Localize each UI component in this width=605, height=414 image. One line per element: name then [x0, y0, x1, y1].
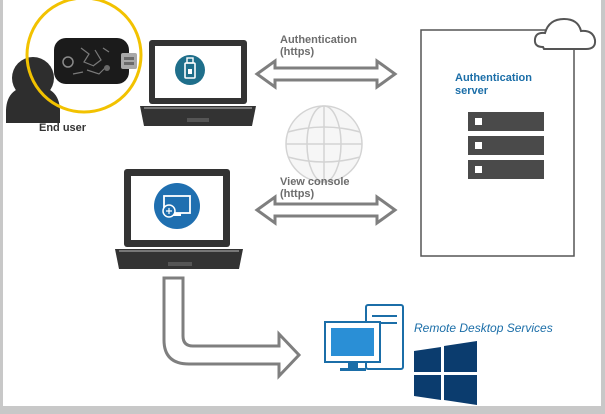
- windows-logo-icon: [414, 341, 477, 405]
- end-user-label: End user: [39, 122, 87, 134]
- auth-server-label-line1: Authentication: [455, 72, 532, 84]
- secure-usb-badge-icon: [175, 55, 205, 85]
- console-connection-label-line2: (https): [280, 188, 315, 200]
- fido-devices-highlight-ring: [25, 0, 143, 114]
- auth-server-label-line2: server: [455, 85, 489, 97]
- auth-server-label: Authentication server: [455, 72, 532, 98]
- auth-connection-label-line2: (https): [280, 46, 315, 58]
- remote-desktop-badge-icon: [154, 183, 200, 229]
- auth-connection-label-line1: Authentication: [280, 34, 357, 46]
- rds-label: Remote Desktop Services: [414, 321, 553, 335]
- rds-computer-icon: [324, 304, 404, 371]
- fido-security-key-icon: [54, 38, 137, 84]
- auth-bidirectional-arrow: [254, 58, 398, 90]
- fido-devices-label: FIDO2 Devices: [61, 19, 123, 29]
- console-connection-label-line1: View console: [280, 176, 350, 188]
- end-user-icon: [6, 57, 60, 123]
- auth-connection-label: Authentication (https): [280, 34, 357, 58]
- internet-globe-icon: [285, 105, 363, 183]
- client-laptop-auth-icon: [140, 40, 256, 126]
- diagram-graphics: [6, 0, 597, 405]
- console-bidirectional-arrow: [254, 194, 398, 226]
- connection-to-rds-arrow: [162, 276, 302, 380]
- console-connection-label: View console (https): [280, 176, 350, 200]
- server-rack-icon: [468, 112, 544, 179]
- client-laptop-console-icon: [115, 169, 243, 269]
- cloud-icon: [533, 17, 597, 50]
